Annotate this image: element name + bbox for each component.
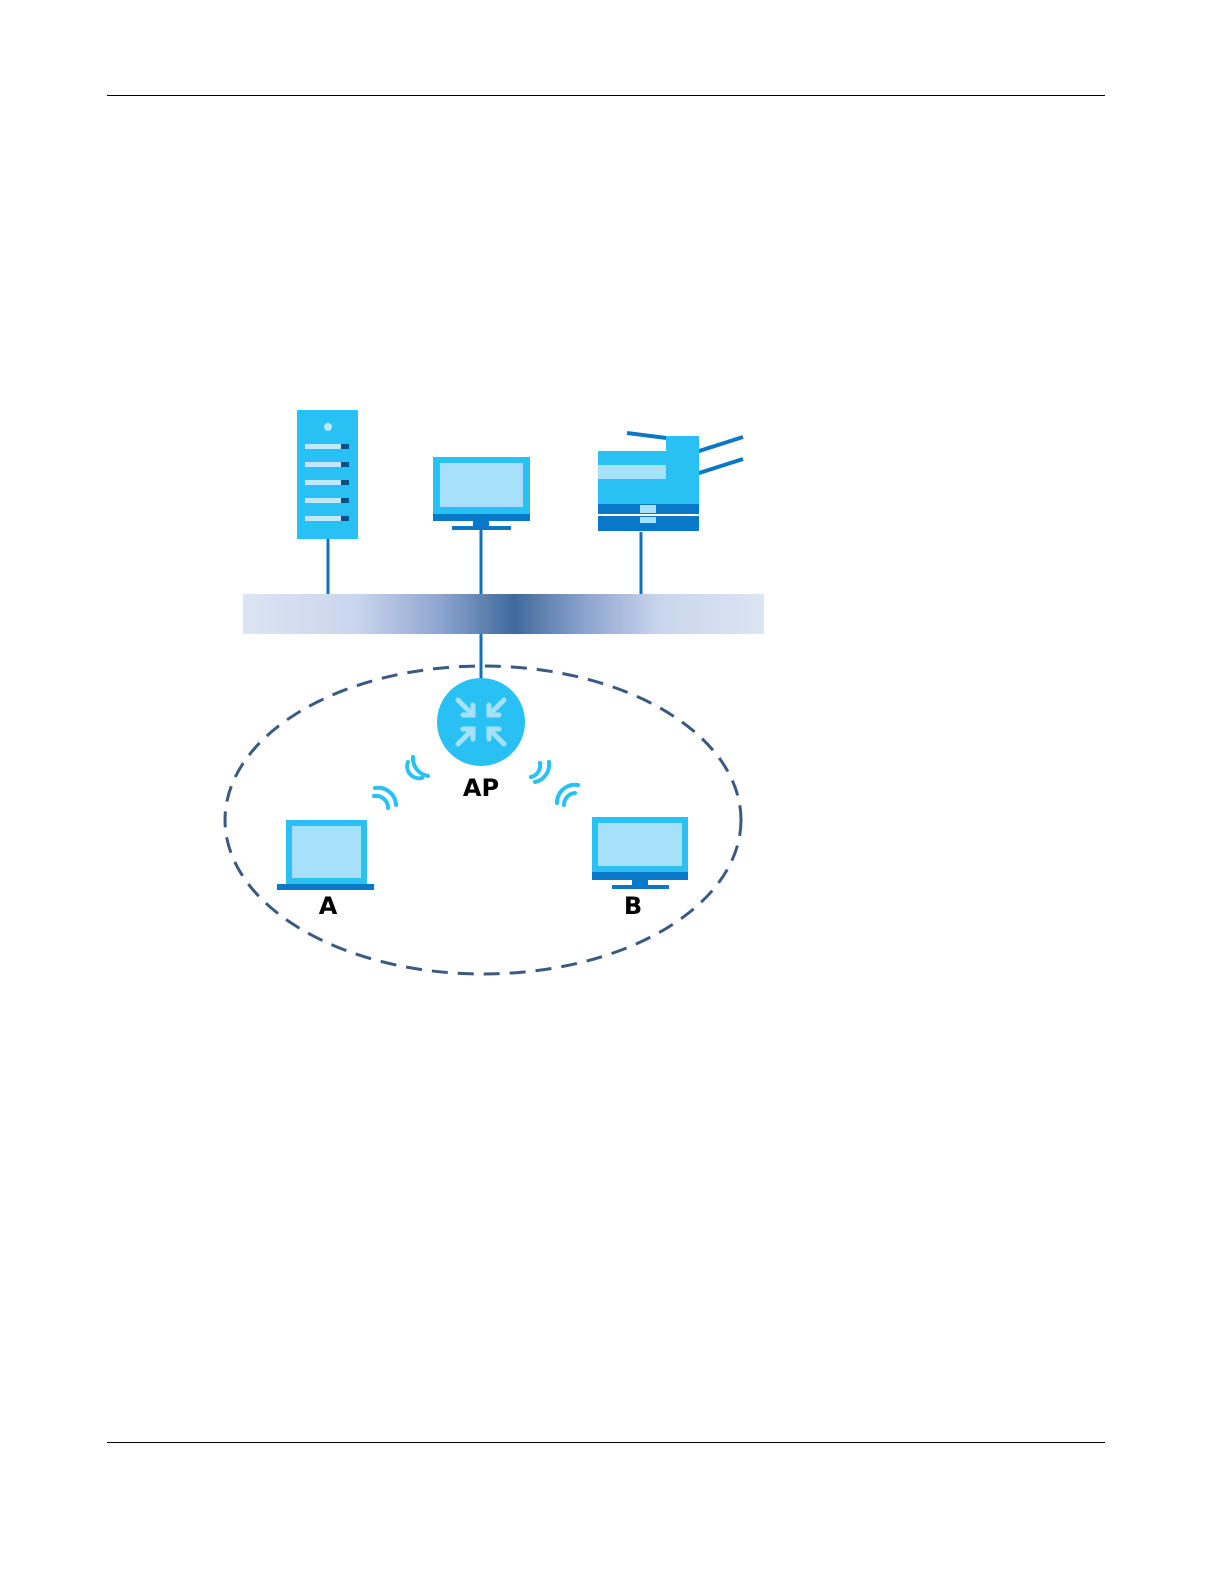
laptop-icon [277,820,374,890]
wifi-signal-icon [557,785,578,805]
access-point-label: AP [463,774,499,802]
wifi-signal-icon [531,762,549,782]
network-backbone [243,594,764,634]
server-icon [297,410,358,539]
desktop-monitor-icon [433,457,530,530]
client-b-label: B [624,892,642,920]
desktop-monitor-icon [592,817,688,889]
wifi-signal-icon [374,788,396,808]
client-a-label: A [319,892,338,920]
printer-icon [598,433,743,531]
access-point-icon [437,678,525,766]
wifi-signal-icon [407,757,428,778]
